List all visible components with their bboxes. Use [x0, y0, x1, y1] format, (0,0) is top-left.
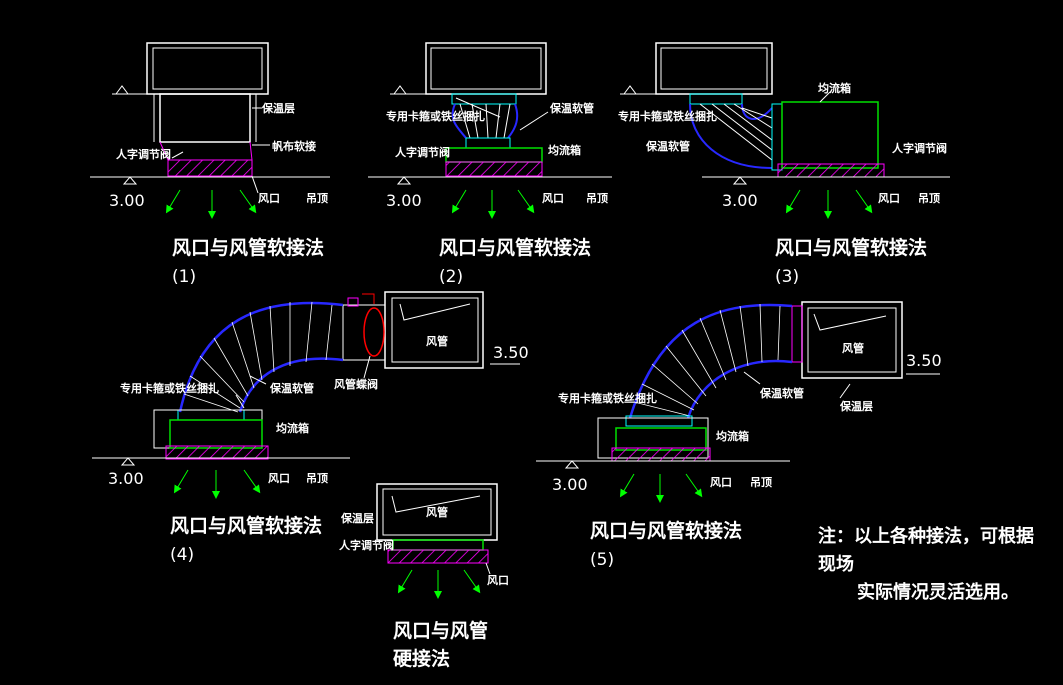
duct-box [801, 301, 903, 379]
elevation-duct: 3.50 [493, 343, 529, 362]
grille-damper [387, 549, 489, 564]
label-duct: 风管 [426, 505, 448, 519]
label-grille-damper: 人字调节阀 [395, 145, 450, 159]
title-3-number: (3) [775, 267, 799, 287]
grille-damper [611, 447, 711, 462]
label-clamp: 专用卡箍或铁丝捆扎 [386, 109, 485, 123]
label-air-outlet: 风口 [487, 573, 509, 587]
duct-box [384, 291, 484, 369]
label-insulated-hose: 保温软管 [759, 386, 804, 400]
duct-valve [363, 307, 385, 357]
label-clamp: 专用卡箍或铁丝捆扎 [618, 109, 717, 123]
plenum-box [445, 147, 543, 163]
plenum-box [169, 419, 263, 449]
insulated-hose [451, 103, 519, 139]
clamp [451, 93, 517, 105]
label-ceiling: 吊顶 [306, 472, 328, 485]
label-plenum-box: 均流箱 [548, 143, 581, 157]
level-symbol [115, 85, 129, 95]
label-air-outlet: 风口 [268, 471, 290, 485]
detail-4: 风管 3.50 风管蝶阀 保温软管 专用卡箍或铁丝捆扎 均流箱 风口 吊顶 3.… [92, 291, 529, 565]
label-duct: 风管 [426, 334, 448, 348]
label-air-outlet: 风口 [710, 475, 732, 489]
elevation-ceiling: 3.00 [108, 469, 144, 488]
title-4: 风口与风管软接法 [170, 514, 322, 537]
detail-5: 风管 3.50 保温软管 保温层 专用卡箍或铁丝捆扎 均流箱 风口 吊顶 3.0… [536, 301, 942, 570]
label-plenum-box: 均流箱 [716, 429, 749, 443]
elevation-duct: 3.50 [906, 351, 942, 370]
note-line-3: 实际情况灵活选用。 [857, 581, 1019, 603]
label-insulated-hose: 保温软管 [269, 381, 314, 395]
grille-damper [167, 159, 253, 177]
title-6-line1: 风口与风管 [393, 619, 488, 642]
elevation-ceiling: 3.00 [109, 191, 145, 210]
title-1-number: (1) [172, 267, 196, 287]
label-air-outlet: 风口 [878, 191, 900, 205]
label-grille-damper: 人字调节阀 [116, 147, 171, 161]
label-ceiling: 吊顶 [586, 192, 608, 205]
plenum-box [781, 101, 879, 169]
label-ceiling: 吊顶 [918, 192, 940, 205]
title-5-number: (5) [590, 550, 614, 570]
title-2-number: (2) [439, 267, 463, 287]
airflow-arrow [239, 189, 257, 214]
label-insulated-hose: 保温软管 [645, 139, 690, 153]
detail-1: 保温层 帆布软接 人字调节阀 风口 吊顶 3.00 风口与风管软接法 (1) [90, 42, 330, 287]
label-insulation: 保温层 [261, 101, 295, 115]
detail-6-rigid: 风管 保温层 人字调节阀 风口 风口与风管 硬接法 [339, 483, 509, 670]
detail-2: 专用卡箍或铁丝捆扎 保温软管 均流箱 人字调节阀 风口 吊顶 3.00 风口与风… [368, 42, 612, 287]
label-grille-damper: 人字调节阀 [339, 538, 394, 552]
grille-damper [445, 161, 543, 177]
clamp [177, 409, 245, 421]
label-ceiling: 吊顶 [306, 192, 328, 205]
label-air-outlet: 风口 [258, 191, 280, 205]
label-plenum-box: 均流箱 [276, 421, 309, 435]
note-line-2: 现场 [818, 554, 854, 575]
label-canvas-joint: 帆布软接 [272, 139, 316, 153]
label-ceiling: 吊顶 [750, 476, 772, 489]
label-clamp: 专用卡箍或铁丝捆扎 [120, 381, 219, 395]
duct-box [425, 42, 547, 95]
label-grille-damper: 人字调节阀 [892, 141, 947, 155]
label-insulation: 保温层 [839, 399, 873, 413]
title-6-line2: 硬接法 [393, 647, 450, 670]
label-plenum-box: 均流箱 [818, 81, 851, 95]
title-4-number: (4) [170, 545, 194, 565]
insulated-hose [178, 301, 344, 413]
label-insulated-hose: 保温软管 [549, 101, 594, 115]
label-insulation: 保温层 [340, 511, 374, 525]
title-3: 风口与风管软接法 [775, 236, 927, 259]
title-2: 风口与风管软接法 [439, 236, 591, 259]
detail-3: 专用卡箍或铁丝捆扎 保温软管 均流箱 人字调节阀 风口 吊顶 3.00 风口与风… [618, 42, 950, 287]
label-duct-valve: 风管蝶阀 [334, 377, 378, 391]
elevation-ceiling: 3.00 [552, 475, 588, 494]
duct-box [146, 42, 269, 95]
note-line-1: 注：以上各种接法，可根据 [818, 525, 1034, 547]
clamp [689, 93, 743, 105]
label-clamp: 专用卡箍或铁丝捆扎 [558, 391, 657, 405]
elevation-ceiling: 3.00 [386, 191, 422, 210]
label-duct: 风管 [842, 341, 864, 355]
insulated-hose [628, 303, 793, 419]
grille-damper [165, 445, 269, 460]
airflow-arrow [165, 189, 181, 214]
grille-damper [777, 163, 885, 178]
note-block: 注：以上各种接法，可根据 现场 实际情况灵活选用。 [818, 525, 1034, 603]
label-air-outlet: 风口 [542, 191, 564, 205]
title-1: 风口与风管软接法 [172, 236, 324, 259]
duct-box [655, 42, 773, 95]
plenum-box [615, 427, 707, 451]
title-5: 风口与风管软接法 [590, 519, 742, 542]
clamp [625, 415, 693, 427]
canvas-soft-joint [159, 93, 251, 143]
elevation-ceiling: 3.00 [722, 191, 758, 210]
